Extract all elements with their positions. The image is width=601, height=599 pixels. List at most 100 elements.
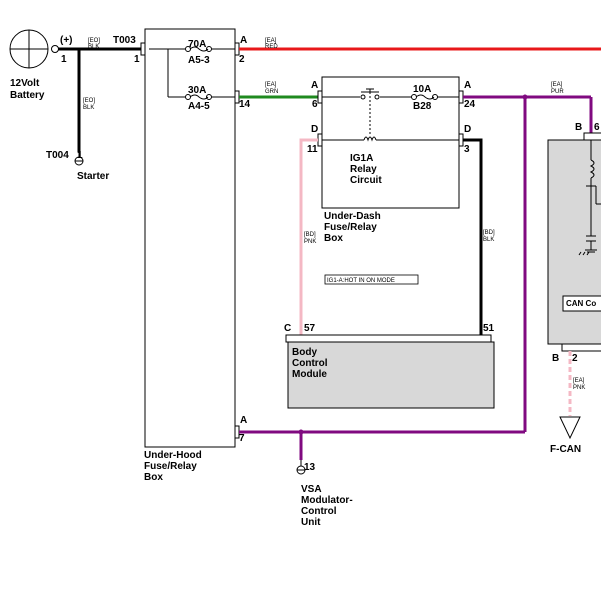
bcm-name-line3: Module <box>292 369 327 380</box>
bcm-name-line1: Body <box>292 347 317 358</box>
purple-splice-bottom <box>298 429 304 435</box>
purple-splice-top <box>522 94 528 100</box>
wire-code-starter: [EO] <box>83 98 95 104</box>
mode-note-box <box>324 274 419 285</box>
wire-code-pink-fcan: [EA] <box>573 378 585 384</box>
bcm-box <box>287 341 495 409</box>
ud-conn-a-right: A <box>464 80 471 91</box>
wire-color-battery-out: BLK <box>88 44 99 50</box>
underhood-name-line3: Box <box>144 472 163 483</box>
rm-conn-b-bottom: B <box>552 353 559 364</box>
fuse-70a-symbol <box>185 46 212 52</box>
wire-color-green: GRN <box>265 89 278 95</box>
ud-pin3-tab <box>458 133 464 147</box>
bcm-name-line2: Control <box>292 358 328 369</box>
purple-wires <box>239 95 593 460</box>
wire-code-green: [EA] <box>265 82 277 88</box>
black-wires <box>58 47 141 152</box>
battery-terminal <box>51 45 59 53</box>
underdash-name-line2: Fuse/Relay <box>324 222 377 233</box>
fuse-10a-rating: 10A <box>413 84 431 95</box>
fuse-10a-symbol <box>411 94 438 100</box>
rm-pin-6: 6 <box>594 122 600 133</box>
battery-pin: 1 <box>61 54 67 65</box>
relay-name-line1: IG1A <box>350 153 373 164</box>
battery-name-line2: Battery <box>10 90 45 101</box>
relay-name-line3: Circuit <box>350 175 382 186</box>
can-controller-box <box>562 295 601 312</box>
relay-coil-icon <box>363 136 377 142</box>
underhood-internal-wiring <box>149 48 235 98</box>
t003-pin: 1 <box>134 54 140 65</box>
uh-conn-a-top: A <box>240 35 247 46</box>
can-controller-label: CAN Co <box>566 299 596 308</box>
fuse-30a-symbol <box>185 94 212 100</box>
wire-code-battery-out: [EO] <box>88 38 100 44</box>
vsa-name-line3: Control <box>301 506 337 517</box>
rm-pin-2: 2 <box>572 353 578 364</box>
ud-pin-6: 6 <box>312 99 318 110</box>
t003-tab <box>140 42 146 56</box>
right-module-top-strip <box>583 132 601 141</box>
underhood-name-line2: Fuse/Relay <box>144 461 197 472</box>
right-module-bottom-strip <box>561 343 601 352</box>
wire-code-black-bcm: [BD] <box>483 230 495 236</box>
underhood-name-line1: Under-Hood <box>144 450 202 461</box>
underdash-name-line1: Under-Dash <box>324 211 381 222</box>
uh-conn-a-bottom: A <box>240 415 247 426</box>
ud-conn-d-left: D <box>311 124 318 135</box>
uh-pin-14: 14 <box>239 99 251 110</box>
ud-pin-24: 24 <box>464 99 476 110</box>
bcm-pin-57: 57 <box>304 323 316 334</box>
uh-pin-7: 7 <box>239 433 245 444</box>
ud-conn-a-left: A <box>311 80 318 91</box>
battery-polarity: (+) <box>60 35 73 46</box>
relay-name-line2: Relay <box>350 164 377 175</box>
wire-color-black-bcm: BLK <box>483 237 494 243</box>
underdash-internal-wiring <box>322 96 459 141</box>
fuse-70a-id: A5-3 <box>188 55 210 66</box>
bcm-conn-c: C <box>284 323 291 334</box>
fuse-30a-id: A4-5 <box>188 101 210 112</box>
vsa-pin: 13 <box>304 462 316 473</box>
starter-pin: 1 <box>77 150 83 161</box>
underdash-name-line3: Box <box>324 233 343 244</box>
starter-connector: T004 <box>46 150 69 161</box>
wire-color-purple: PUR <box>551 89 564 95</box>
pink-wire-bcm <box>299 138 318 335</box>
t003-connector: T003 <box>113 35 136 46</box>
ud-pin6-tab <box>317 90 323 104</box>
wire-color-red: RED <box>265 44 278 50</box>
right-module-internal-wiring <box>578 140 601 256</box>
vsa-name-line1: VSA <box>301 484 322 495</box>
wire-color-pink-fcan: PNK <box>573 385 585 391</box>
mode-note: IG1-A:HOT IN ON MODE <box>327 278 395 284</box>
black-wire-bcm <box>463 138 483 335</box>
ud-pin11-tab <box>317 133 323 147</box>
vsa-name-line2: Modulator- <box>301 495 353 506</box>
uh-pin-2: 2 <box>239 54 245 65</box>
wire-code-purple: [EA] <box>551 82 563 88</box>
vsa-name-line4: Unit <box>301 517 321 528</box>
fuse-30a-rating: 30A <box>188 85 206 96</box>
wire-color-starter: BLK <box>83 105 94 111</box>
ud-pin-11: 11 <box>307 144 318 155</box>
rm-conn-b-top: B <box>575 122 582 133</box>
wire-code-red: [EA] <box>265 38 277 44</box>
fuse-70a-rating: 70A <box>188 39 206 50</box>
bcm-pin-51: 51 <box>483 323 495 334</box>
wire-code-pink-bcm: [BD] <box>304 232 316 238</box>
starter-name: Starter <box>77 171 109 182</box>
battery-name-line1: 12Volt <box>10 78 40 89</box>
fuse-10a-id: B28 <box>413 101 432 112</box>
ud-conn-d-right: D <box>464 124 471 135</box>
ud-pin-3: 3 <box>464 144 470 155</box>
wire-color-pink-bcm: PNK <box>304 239 316 245</box>
ud-pin24-tab <box>458 90 464 104</box>
relay-switch-icon <box>360 88 380 136</box>
bcm-header-strip <box>285 334 492 343</box>
battery-symbol <box>9 29 49 69</box>
fcan-label: F-CAN <box>550 444 581 455</box>
fcan-triangle <box>559 416 581 440</box>
